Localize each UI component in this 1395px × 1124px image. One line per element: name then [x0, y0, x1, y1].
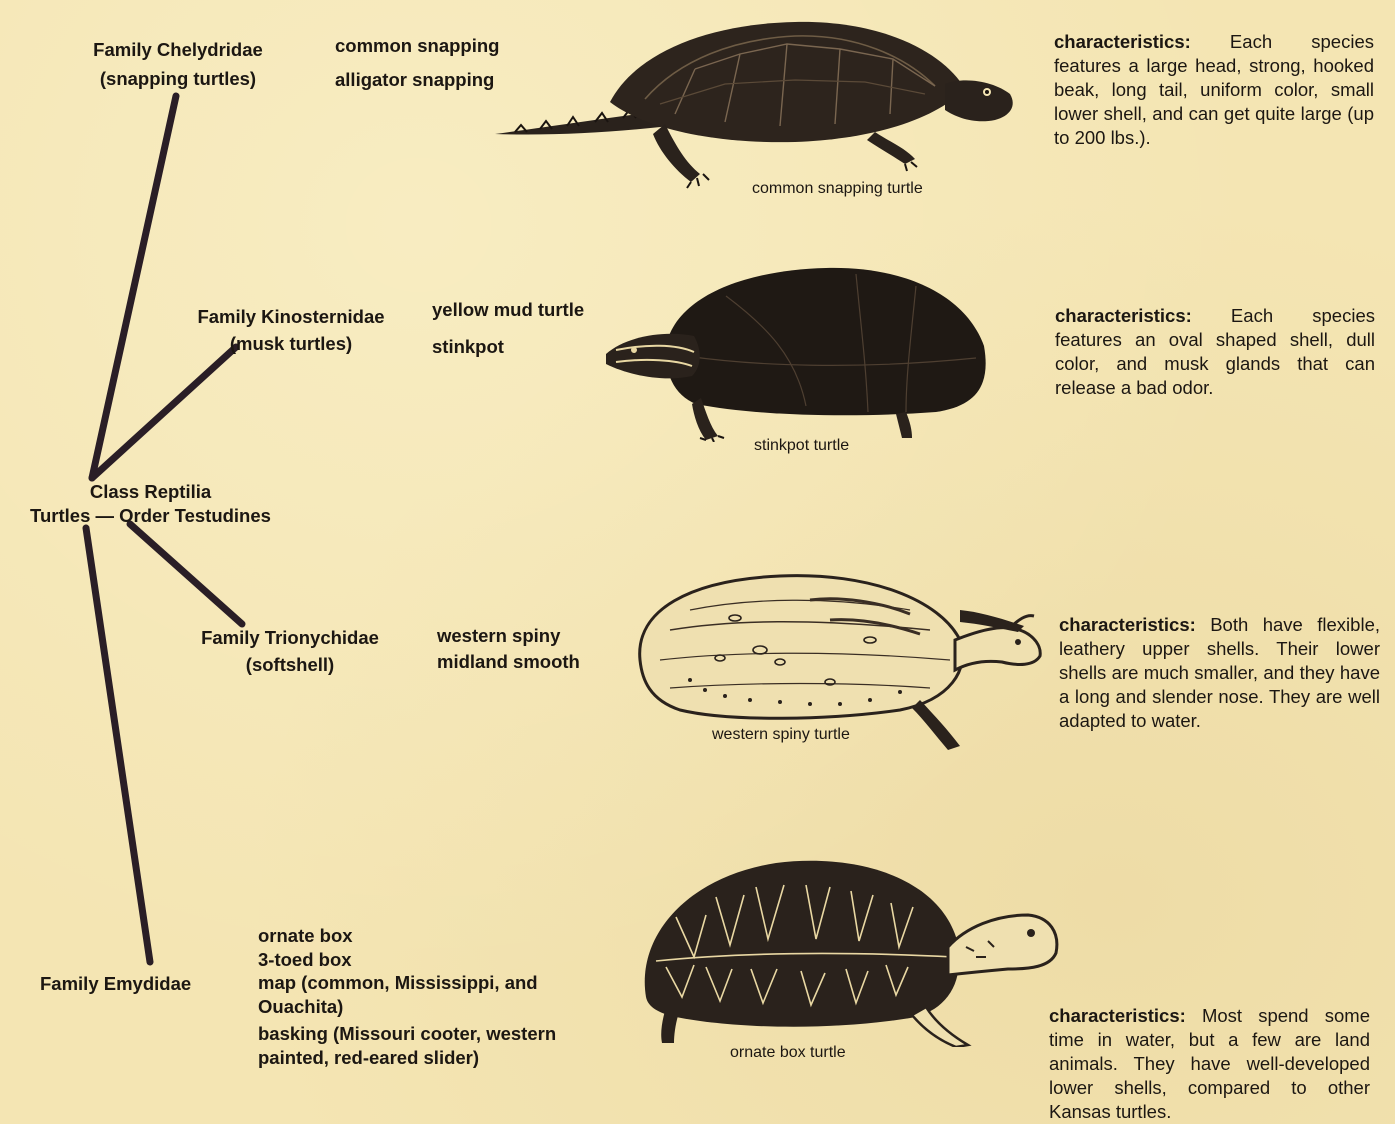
family-common-name: (snapping turtles) [80, 67, 276, 91]
species-list-chelydridae: common snapping alligator snapping [335, 34, 499, 92]
branch-trionychidae [130, 524, 242, 624]
caption-softshell-turtle: western spiny turtle [712, 725, 850, 745]
species-item: 3-toed box [258, 948, 588, 972]
species-list-emydidae: ornate box 3-toed box map (common, Missi… [258, 924, 588, 1069]
caption-snapping-turtle: common snapping turtle [752, 179, 923, 199]
characteristics-label: characteristics: [1059, 614, 1196, 635]
root-node: Class Reptilia Turtles — Order Testudine… [8, 480, 293, 528]
species-item: common snapping [335, 34, 499, 58]
family-trionychidae: Family Trionychidae (softshell) [186, 626, 394, 677]
characteristics-kinosternidae: characteristics: Each species features a… [1055, 304, 1375, 400]
species-item: basking (Missouri cooter, western painte… [258, 1022, 588, 1069]
stinkpot-turtle-illustration [606, 266, 990, 442]
caption-stinkpot-turtle: stinkpot turtle [754, 436, 849, 456]
family-chelydridae: Family Chelydridae (snapping turtles) [80, 38, 276, 91]
characteristics-trionychidae: characteristics: Both have flexible, lea… [1059, 613, 1380, 733]
class-label: Class Reptilia [8, 480, 293, 504]
branch-chelydridae [92, 96, 176, 478]
branch-emydidae [86, 528, 150, 962]
species-item: yellow mud turtle [432, 298, 584, 322]
species-item: alligator snapping [335, 68, 499, 92]
species-item: ornate box [258, 924, 588, 948]
characteristics-chelydridae: characteristics: Each species features a… [1054, 30, 1374, 150]
family-common-name: (musk turtles) [180, 332, 402, 356]
caption-box-turtle: ornate box turtle [730, 1043, 846, 1063]
family-kinosternidae: Family Kinosternidae (musk turtles) [180, 305, 402, 356]
species-item: midland smooth [437, 650, 580, 674]
family-name: Family Trionychidae [186, 626, 394, 650]
family-name: Family Chelydridae [80, 38, 276, 62]
characteristics-label: characteristics: [1055, 305, 1192, 326]
species-list-trionychidae: western spiny midland smooth [437, 624, 580, 674]
species-item: western spiny [437, 624, 580, 648]
family-common-name: (softshell) [186, 653, 394, 677]
species-list-kinosternidae: yellow mud turtle stinkpot [432, 298, 584, 359]
characteristics-label: characteristics: [1054, 31, 1191, 52]
snapping-turtle-illustration [495, 14, 1025, 189]
characteristics-emydidae: characteristics: Most spend some time in… [1049, 1004, 1370, 1124]
order-label: Turtles — Order Testudines [8, 504, 293, 528]
species-item: stinkpot [432, 335, 584, 359]
family-emydidae: Family Emydidae [40, 972, 191, 996]
characteristics-label: characteristics: [1049, 1005, 1186, 1026]
family-name: Family Emydidae [40, 972, 191, 996]
species-item: map (common, Mississippi, and Ouachita) [258, 971, 588, 1018]
box-turtle-illustration [636, 857, 1066, 1047]
family-name: Family Kinosternidae [180, 305, 402, 329]
